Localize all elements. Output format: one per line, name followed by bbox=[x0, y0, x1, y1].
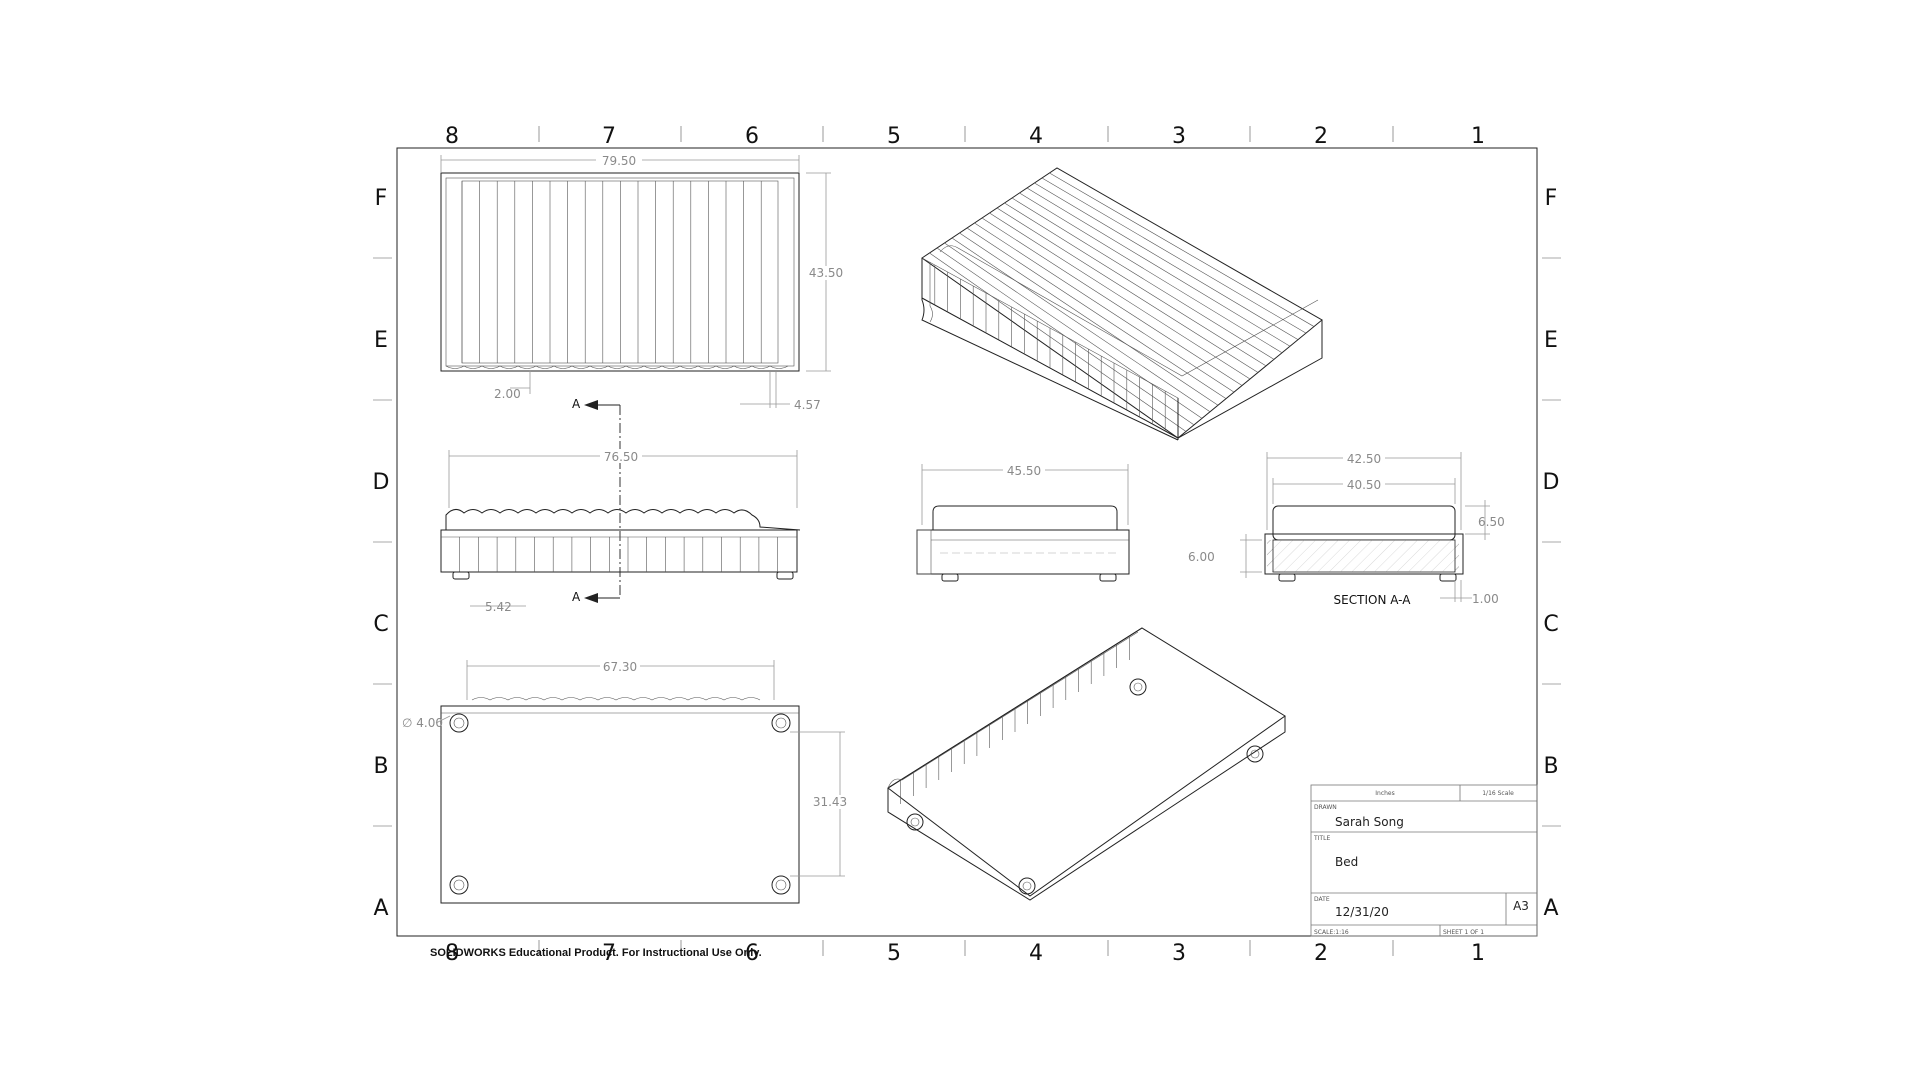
slat-line bbox=[974, 222, 1235, 393]
zone-col-7: 7 bbox=[602, 124, 616, 149]
section-cut-line: A A bbox=[572, 397, 621, 604]
dim-section-inner: 40.50 bbox=[1347, 478, 1381, 492]
zone-row-e-right: E bbox=[1544, 328, 1558, 353]
zone-col-2: 2 bbox=[1314, 124, 1328, 149]
zone-col-3-bottom: 3 bbox=[1172, 941, 1186, 966]
top-view: 79.50 43.50 2.00 4.57 bbox=[440, 153, 846, 412]
tb-drawn-by: Sarah Song bbox=[1335, 815, 1404, 829]
zone-row-c: C bbox=[373, 612, 388, 637]
zone-row-b-right: B bbox=[1543, 754, 1558, 779]
slat-line bbox=[1011, 197, 1275, 360]
tb-units: Inches bbox=[1375, 790, 1395, 797]
zone-row-c-right: C bbox=[1543, 612, 1558, 637]
zone-row-a-right: A bbox=[1543, 896, 1558, 921]
tb-title: Bed bbox=[1335, 855, 1358, 869]
bottom-view: 67.30 31.43 ∅ 4.00 bbox=[402, 659, 852, 904]
slat-line bbox=[936, 247, 1195, 426]
zone-col-8-bottom: 8 bbox=[445, 941, 459, 966]
zone-col-3: 3 bbox=[1172, 124, 1186, 149]
zone-row-d-right: D bbox=[1543, 470, 1560, 495]
zone-col-5: 5 bbox=[887, 124, 901, 149]
zone-row-f: F bbox=[375, 186, 388, 211]
dim-top-corner: 4.57 bbox=[794, 398, 821, 412]
tb-scale: SCALE:1:16 bbox=[1314, 929, 1349, 936]
tb-date-label: DATE bbox=[1314, 896, 1330, 903]
slat-line bbox=[966, 227, 1227, 399]
zone-col-8: 8 bbox=[445, 124, 459, 149]
slat-line bbox=[989, 212, 1251, 380]
tb-title-label: TITLE bbox=[1313, 835, 1330, 842]
zone-ticks bbox=[373, 126, 1561, 956]
isometric-top-view bbox=[921, 167, 1323, 441]
front-view: 76.50 5.42 bbox=[440, 449, 801, 614]
dim-section-outer: 42.50 bbox=[1347, 452, 1381, 466]
dim-section-top: 6.50 bbox=[1478, 515, 1505, 529]
dim-top-edge: 2.00 bbox=[494, 387, 521, 401]
tb-date: 12/31/20 bbox=[1335, 905, 1389, 919]
zone-col-4: 4 bbox=[1029, 124, 1043, 149]
zone-row-d: D bbox=[373, 470, 390, 495]
zone-col-5-bottom: 5 bbox=[887, 941, 901, 966]
isometric-bottom-view bbox=[887, 627, 1286, 901]
slat-line bbox=[1041, 177, 1307, 334]
slat-line bbox=[1049, 172, 1315, 327]
sheet-border bbox=[396, 147, 1538, 937]
dim-bottom-width: 67.30 bbox=[603, 660, 637, 674]
dim-hole-diameter: ∅ 4.00 bbox=[402, 716, 443, 730]
section-marker-top: A bbox=[572, 397, 581, 411]
slat-line bbox=[1026, 187, 1291, 347]
zone-labels-bottom: 8 7 6 5 4 3 2 1 bbox=[445, 941, 1485, 966]
zone-col-2-bottom: 2 bbox=[1314, 941, 1328, 966]
zone-col-6-bottom: 6 bbox=[745, 941, 759, 966]
section-marker-bottom: A bbox=[572, 590, 581, 604]
zone-col-4-bottom: 4 bbox=[1029, 941, 1043, 966]
tb-drawn-label: DRAWN bbox=[1314, 804, 1337, 811]
zone-labels-left: F E D C B A bbox=[373, 186, 390, 921]
watermark: SOLIDWORKS Educational Product. For Inst… bbox=[430, 947, 762, 959]
dim-front-pitch: 5.42 bbox=[485, 600, 512, 614]
dim-section-base: 6.00 bbox=[1188, 550, 1215, 564]
slat-line bbox=[981, 217, 1243, 386]
dim-front-width: 76.50 bbox=[604, 450, 638, 464]
zone-row-e: E bbox=[374, 328, 388, 353]
dim-bottom-height: 31.43 bbox=[813, 795, 847, 809]
zone-col-1-bottom: 1 bbox=[1471, 941, 1485, 966]
slat-line bbox=[944, 242, 1203, 419]
zone-labels-top: 8 7 6 5 4 3 2 1 bbox=[445, 124, 1485, 149]
zone-col-7-bottom: 7 bbox=[602, 941, 616, 966]
slat-line bbox=[1019, 192, 1283, 354]
foot-holes bbox=[449, 713, 791, 895]
zone-row-f-right: F bbox=[1545, 186, 1558, 211]
title-block: Inches 1/16 Scale DRAWN Sarah Song TITLE… bbox=[1310, 784, 1538, 937]
side-view: 45.50 bbox=[916, 463, 1130, 582]
section-view: SECTION A-A 42.50 40.50 6.50 6.00 1.00 bbox=[1188, 451, 1505, 607]
slat-line bbox=[929, 252, 1187, 432]
tb-sheet: SHEET 1 OF 1 bbox=[1443, 929, 1484, 936]
slat-line bbox=[1004, 202, 1267, 367]
zone-col-6: 6 bbox=[745, 124, 759, 149]
slat-line bbox=[959, 232, 1219, 406]
slat-line bbox=[951, 237, 1211, 413]
section-label: SECTION A-A bbox=[1334, 593, 1412, 607]
slat-line bbox=[996, 207, 1259, 373]
zone-labels-right: F E D C B A bbox=[1543, 186, 1560, 921]
slat-line bbox=[1034, 182, 1299, 340]
zone-row-b: B bbox=[373, 754, 388, 779]
dim-side-width: 45.50 bbox=[1007, 464, 1041, 478]
zone-row-a: A bbox=[373, 896, 388, 921]
tb-scale-note: 1/16 Scale bbox=[1482, 790, 1514, 797]
zone-col-1: 1 bbox=[1471, 124, 1485, 149]
dim-top-height: 43.50 bbox=[809, 266, 843, 280]
dim-top-width: 79.50 bbox=[602, 154, 636, 168]
dim-section-wall: 1.00 bbox=[1472, 592, 1499, 606]
tb-size: A3 bbox=[1513, 899, 1529, 913]
